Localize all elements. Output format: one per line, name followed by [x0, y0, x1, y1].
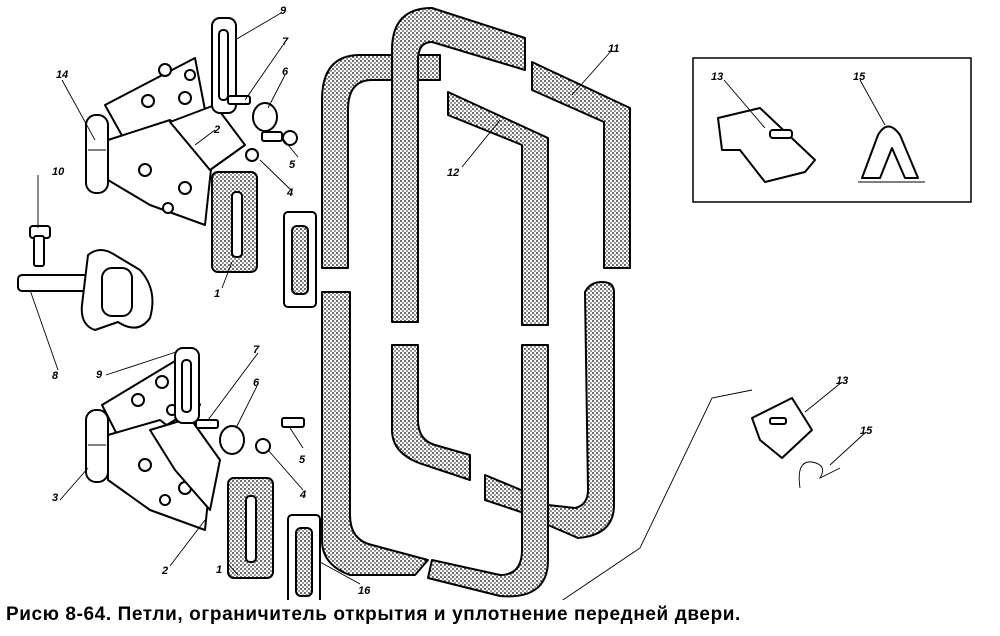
label-9-upper: 9 — [280, 5, 287, 17]
label-15-inset: 15 — [853, 71, 866, 83]
lower-rubber-pad — [227, 477, 274, 579]
door-seal-right — [427, 281, 615, 598]
hinge-pin — [29, 225, 51, 267]
clip-13-detail — [717, 107, 816, 183]
clip-15-small — [798, 461, 841, 489]
label-7-upper: 7 — [282, 36, 289, 48]
lower-cover-plate — [287, 514, 321, 600]
upper-cover-plate — [283, 211, 317, 308]
label-6-upper: 6 — [282, 66, 289, 78]
label-9-lower: 9 — [96, 369, 103, 381]
label-2-upper: 2 — [213, 124, 220, 136]
label-12: 12 — [447, 167, 459, 179]
detail-inset-frame — [692, 57, 972, 203]
upper-fasteners — [227, 95, 298, 162]
leader-lines — [29, 12, 886, 585]
label-5-upper: 5 — [289, 159, 296, 171]
upper-hinge — [85, 57, 213, 226]
label-13-inset: 13 — [711, 71, 723, 83]
label-13: 13 — [836, 375, 848, 387]
label-7-lower: 7 — [253, 344, 260, 356]
upper-plate — [169, 104, 246, 171]
door-check — [17, 249, 154, 331]
label-15: 15 — [860, 425, 873, 437]
label-1-lower: 1 — [216, 564, 222, 576]
part-labels: 14 9 7 6 2 5 4 10 1 8 9 7 6 3 5 4 2 1 16… — [52, 5, 873, 597]
lower-limiter-strap — [174, 347, 200, 424]
clip-13-small — [751, 397, 813, 459]
lower-fasteners — [195, 417, 305, 455]
figure-caption: Рисю 8-64. Петли, ограничитель открытия … — [6, 604, 741, 625]
label-16: 16 — [358, 585, 371, 597]
door-seal-strip-11 — [531, 61, 631, 269]
door-seal-strip-12 — [447, 91, 549, 326]
label-4-lower: 4 — [299, 489, 306, 501]
upper-limiter-strap — [211, 17, 237, 114]
label-5-lower: 5 — [299, 454, 306, 466]
door-seal-inner — [391, 7, 526, 481]
label-1-upper: 1 — [214, 288, 220, 300]
label-3: 3 — [52, 492, 58, 504]
label-11: 11 — [608, 43, 619, 55]
label-14: 14 — [56, 69, 68, 81]
seal-clip-leader — [562, 389, 753, 600]
label-2-lower: 2 — [161, 565, 168, 577]
exploded-diagram: 14 9 7 6 2 5 4 10 1 8 9 7 6 3 5 4 2 1 16… — [17, 5, 972, 600]
door-seal-left — [321, 54, 441, 576]
label-10: 10 — [52, 166, 65, 178]
label-6-lower: 6 — [253, 377, 260, 389]
label-4-upper: 4 — [286, 187, 293, 199]
upper-rubber-pad — [211, 171, 258, 273]
clip-15-detail — [858, 125, 925, 183]
label-8: 8 — [52, 370, 59, 382]
